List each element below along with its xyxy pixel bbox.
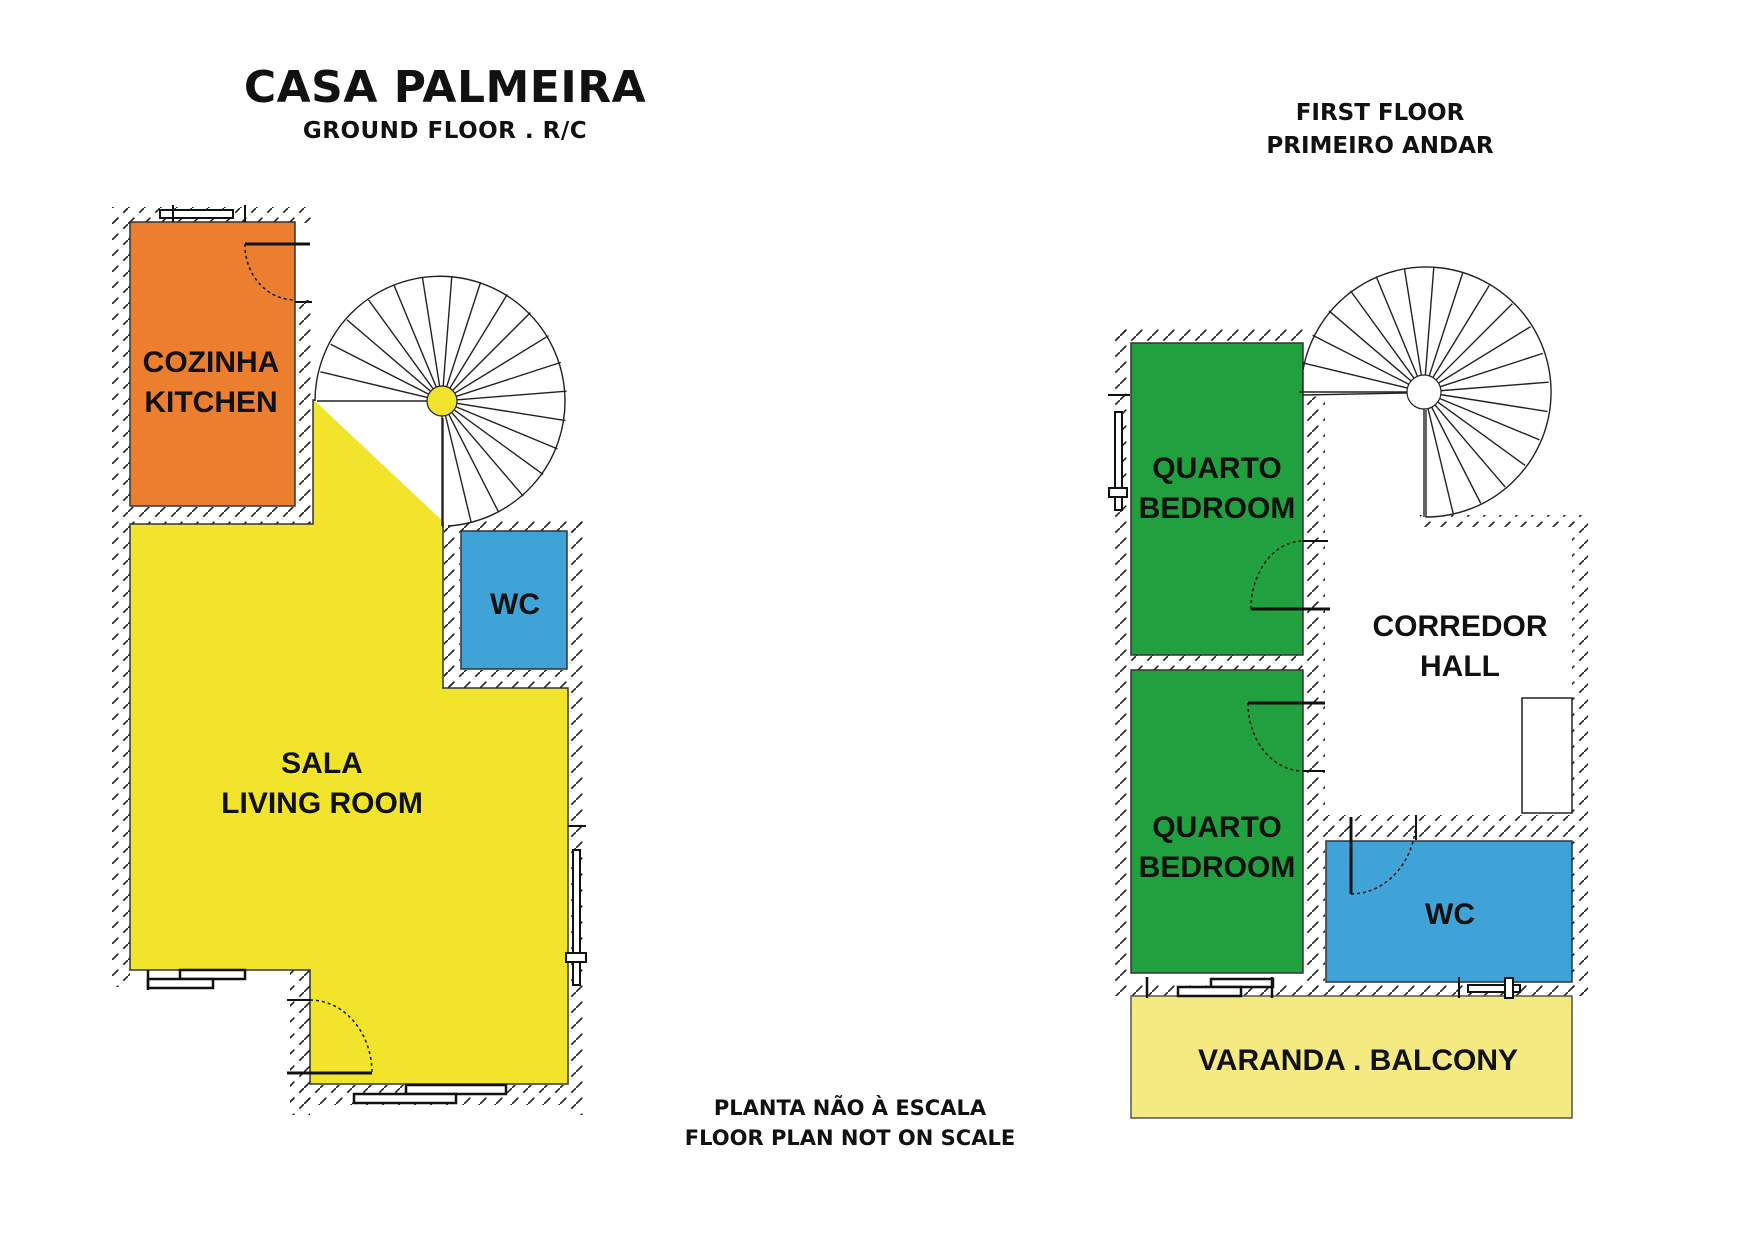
window-kitchen-top (159, 205, 246, 222)
window-living-bottom-left (146, 968, 247, 990)
door-entrance (287, 999, 373, 1075)
label-corridor-en: HALL (1420, 650, 1500, 683)
label-wc-ground: WC (490, 588, 540, 621)
label-living-en: LIVING ROOM (221, 787, 423, 820)
room-kitchen (129, 221, 296, 507)
window-wc-balcony (1458, 977, 1521, 999)
door-bedroom-2 (1247, 701, 1325, 772)
scale-note-en: FLOOR PLAN NOT ON SCALE (684, 1126, 1016, 1150)
ground-walls (112, 207, 584, 1115)
label-bedroom-1-pt: QUARTO (1152, 452, 1281, 485)
ground-floor-plan: COZINHA KITCHEN SALA LIVING ROOM WC (112, 205, 587, 1115)
stair-newel-ground (426, 385, 458, 417)
window-bedroom-1-left (1108, 394, 1130, 511)
label-kitchen-pt: COZINHA (143, 346, 280, 379)
room-bedroom-1 (1130, 342, 1304, 656)
first-floor-title: FIRST FLOOR (1295, 100, 1465, 126)
room-balcony (1130, 995, 1573, 1119)
room-wc-first (1325, 840, 1573, 983)
first-floor-plan: QUARTO BEDROOM QUARTO BEDROOM CORREDOR H… (1108, 266, 1588, 1119)
label-corridor-pt: CORREDOR (1372, 610, 1547, 643)
room-wc-ground (460, 530, 568, 670)
plan-title: CASA PALMEIRA (243, 62, 647, 113)
scale-note-pt: PLANTA NÃO À ESCALA (713, 1096, 987, 1120)
window-living-right (565, 825, 587, 986)
label-bedroom-2-pt: QUARTO (1152, 811, 1281, 844)
first-floor-subtitle: PRIMEIRO ANDAR (1266, 133, 1494, 159)
door-wc-first (1349, 815, 1417, 895)
label-living-pt: SALA (281, 747, 363, 780)
window-living-bottom (352, 1083, 508, 1105)
label-bedroom-1-en: BEDROOM (1139, 492, 1296, 525)
ground-floor-title: GROUND FLOOR . R/C (302, 118, 588, 144)
window-bedroom-2-balcony (1145, 977, 1275, 998)
door-bedroom-1 (1250, 540, 1330, 611)
room-bedroom-2 (1130, 669, 1304, 974)
stair-newel-first (1406, 374, 1442, 410)
door-kitchen (244, 242, 312, 303)
cabinet (1521, 697, 1573, 814)
label-bedroom-2-en: BEDROOM (1139, 851, 1296, 884)
label-kitchen-en: KITCHEN (144, 386, 277, 419)
label-wc-first: WC (1425, 898, 1475, 931)
label-balcony: VARANDA . BALCONY (1198, 1044, 1518, 1077)
